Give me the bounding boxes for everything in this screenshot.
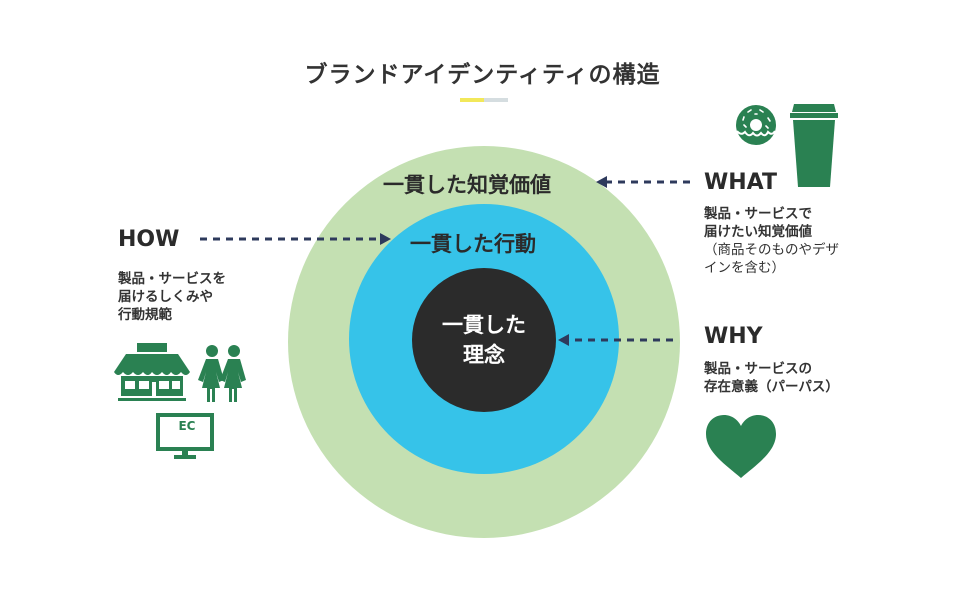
how-heading: HOW — [118, 227, 180, 252]
outer-ring-label: 一貫した知覚価値 — [383, 173, 551, 197]
why-desc-line: 存在意義（パーパス） — [704, 379, 839, 395]
what-desc-line: 製品・サービスで — [704, 206, 812, 222]
title-underline — [460, 98, 508, 102]
core-circle — [412, 268, 556, 412]
what-desc-line: 届けたい知覚価値 — [704, 224, 812, 240]
how-desc-line: 製品・サービスを — [118, 271, 226, 287]
ec-monitor-icon — [156, 413, 214, 459]
core-label-line2: 理念 — [463, 343, 505, 367]
store-icon — [114, 343, 190, 401]
what-description: 製品・サービスで 届けたい知覚価値 （商品そのものやデザ インを含む） — [704, 205, 839, 277]
underline-yellow — [460, 98, 484, 102]
donut-icon — [736, 105, 776, 145]
people-icon — [198, 345, 246, 402]
page-title: ブランドアイデンティティの構造 — [304, 62, 661, 88]
why-arrow — [558, 334, 673, 346]
coffee-cup-icon — [790, 104, 838, 187]
what-note-line: （商品そのものやデザ — [704, 242, 839, 258]
middle-ring-label: 一貫した行動 — [410, 232, 536, 256]
why-description: 製品・サービスの 存在意義（パーパス） — [704, 360, 839, 396]
what-heading: WHAT — [704, 170, 778, 195]
how-desc-line: 行動規範 — [118, 307, 172, 323]
what-arrow — [596, 176, 690, 188]
why-heading: WHY — [704, 324, 763, 349]
why-desc-line: 製品・サービスの — [704, 361, 812, 377]
heart-icon — [706, 415, 776, 478]
core-label-line1: 一貫した — [442, 313, 526, 337]
core-label: 一貫した 理念 — [412, 310, 556, 370]
ec-label: EC — [178, 419, 196, 433]
how-desc-line: 届けるしくみや — [118, 289, 214, 305]
how-arrow — [200, 233, 391, 245]
underline-gray — [484, 98, 508, 102]
how-description: 製品・サービスを 届けるしくみや 行動規範 — [118, 270, 226, 324]
what-note-line: インを含む） — [704, 260, 785, 276]
